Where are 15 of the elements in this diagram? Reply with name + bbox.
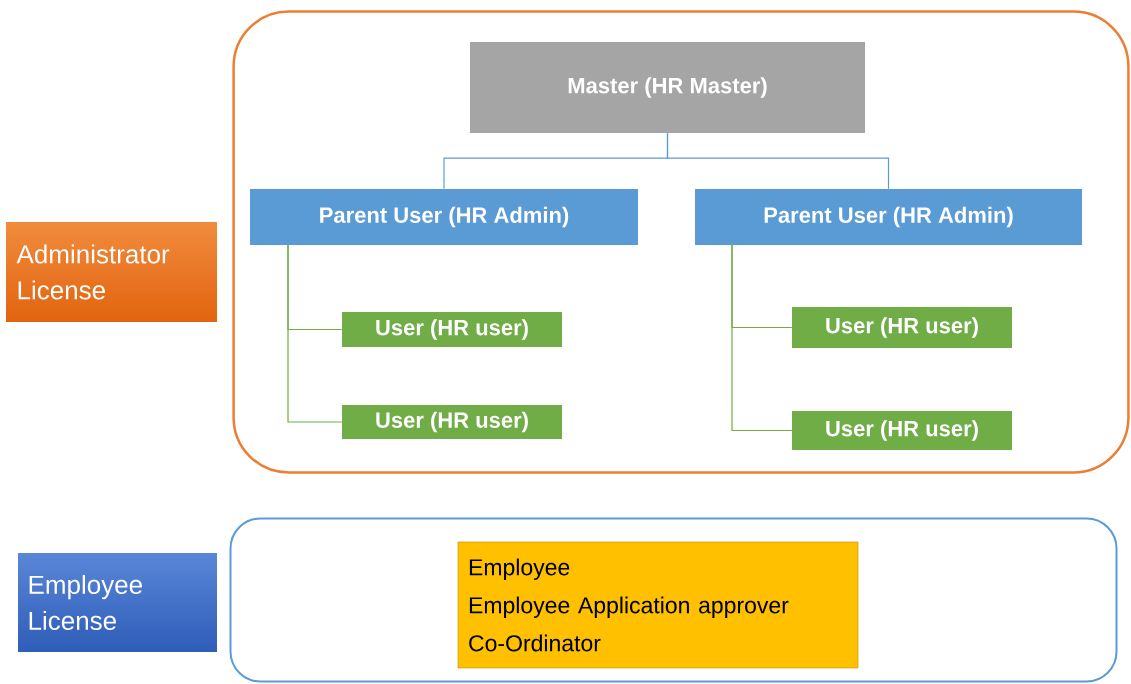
role-box: Parent User (HR Admin) [250,189,638,245]
connector-line [287,244,343,423]
license-label: Employee License [29,574,142,631]
connector-line [731,244,793,432]
group-frame [229,517,1118,683]
connector-line [666,132,890,190]
role-box: User (HR user) [792,307,1012,348]
role-box: User (HR user) [342,405,562,439]
group-frame [232,10,1130,474]
role-list-box: Employee Employee Application approver Co-Ordinator [457,541,859,669]
role-box: User (HR user) [342,312,562,347]
role-box: Master (HR Master) [470,42,865,133]
role-box: User (HR user) [792,411,1012,450]
license-label: Administrator License [16,244,170,300]
role-box: Parent User (HR Admin) [695,189,1082,245]
